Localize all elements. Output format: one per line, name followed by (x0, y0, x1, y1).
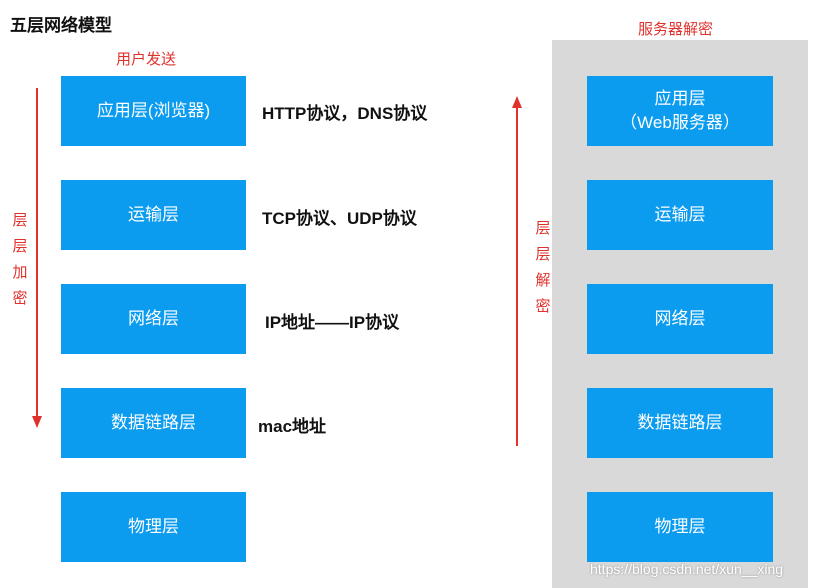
right-layer-transport: 运输层 (587, 180, 773, 250)
server-decrypt-label: 服务器解密 (638, 21, 714, 38)
protocol-transport: TCP协议、UDP协议 (262, 209, 417, 228)
right-layer-network: 网络层 (587, 284, 773, 354)
down-arrow (32, 88, 42, 428)
left-layer-application: 应用层(浏览器) (61, 76, 246, 146)
decrypt-label: 层层解密 (535, 220, 551, 315)
right-layer-datalink: 数据链路层 (587, 388, 773, 458)
diagram-title: 五层网络模型 (10, 16, 112, 35)
user-send-label: 用户发送 (116, 51, 177, 68)
encrypt-label: 层层加密 (12, 212, 28, 307)
left-layer-datalink: 数据链路层 (61, 388, 246, 458)
protocol-application: HTTP协议，DNS协议 (262, 104, 428, 123)
left-layer-network: 网络层 (61, 284, 246, 354)
left-layer-physical: 物理层 (61, 492, 246, 562)
right-layer-application: 应用层 （Web服务器） (587, 76, 773, 146)
protocol-network: IP地址——IP协议 (265, 313, 400, 332)
protocol-datalink: mac地址 (258, 417, 327, 436)
watermark: https://blog.csdn.net/xun__xing (590, 561, 784, 577)
right-layer-physical: 物理层 (587, 492, 773, 562)
up-arrow (512, 96, 522, 446)
left-layer-transport: 运输层 (61, 180, 246, 250)
